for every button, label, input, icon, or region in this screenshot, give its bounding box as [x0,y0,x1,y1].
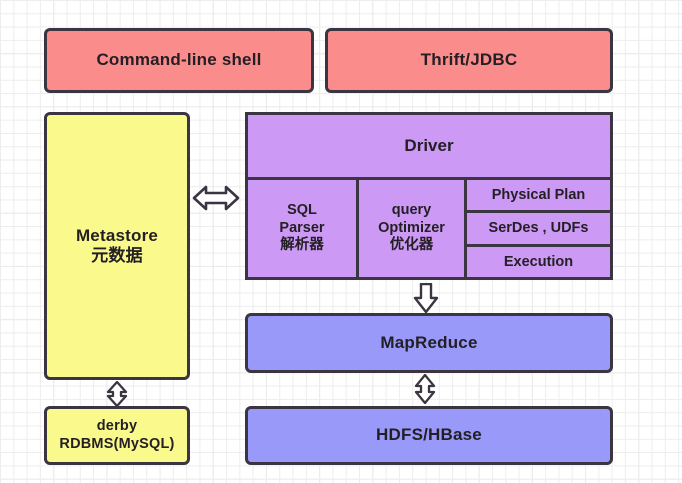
node-sql-parser-line2: Parser [279,219,325,236]
driver-stack-column: Physical Plan SerDes , UDFs Execution [467,180,610,277]
node-query-optimizer[interactable]: query Optimizer 优化器 [359,180,467,277]
node-thrift-jdbc-label: Thrift/JDBC [420,50,518,70]
node-sql-parser[interactable]: SQL Parser 解析器 [248,180,359,277]
node-query-optimizer-line2: Optimizer [378,219,445,236]
node-hdfs-hbase-label: HDFS/HBase [376,425,482,445]
node-serdes-udfs[interactable]: SerDes , UDFs [467,213,610,247]
node-physical-plan-label: Physical Plan [491,187,586,204]
node-query-optimizer-line1: query [391,201,432,218]
node-command-line-shell[interactable]: Command-line shell [44,28,314,93]
node-driver-title-label: Driver [404,136,454,155]
node-driver-title: Driver [248,115,610,180]
node-derby-rdbms[interactable]: derby RDBMS(MySQL) [44,406,190,465]
node-metastore[interactable]: Metastore 元数据 [44,112,190,380]
driver-components-row: SQL Parser 解析器 query Optimizer 优化器 Physi… [248,180,610,277]
node-mapreduce-label: MapReduce [380,332,478,352]
node-derby-label: derby [96,418,138,435]
node-metastore-label-en: Metastore [75,225,159,245]
node-mapreduce[interactable]: MapReduce [245,313,613,373]
node-driver[interactable]: Driver SQL Parser 解析器 query Optimizer 优化… [245,112,613,280]
node-rdbms-label: RDBMS(MySQL) [59,435,175,452]
node-execution-label: Execution [503,253,574,270]
node-hdfs-hbase[interactable]: HDFS/HBase [245,406,613,465]
node-command-line-shell-label: Command-line shell [96,50,262,70]
metastore-driver-arrow-icon [192,182,240,214]
mapreduce-hdfs-arrow-icon [412,374,438,404]
node-sql-parser-line3-cn: 解析器 [280,237,324,254]
node-query-optimizer-line3-cn: 优化器 [389,237,434,254]
node-serdes-udfs-label: SerDes , UDFs [488,220,589,237]
node-metastore-label-cn: 元数据 [91,246,143,266]
node-execution[interactable]: Execution [467,247,610,277]
node-physical-plan[interactable]: Physical Plan [467,180,610,214]
driver-mapreduce-arrow-icon [412,283,440,313]
metastore-derby-arrow-icon [104,381,130,407]
node-thrift-jdbc[interactable]: Thrift/JDBC [325,28,613,93]
node-sql-parser-line1: SQL [287,201,317,218]
